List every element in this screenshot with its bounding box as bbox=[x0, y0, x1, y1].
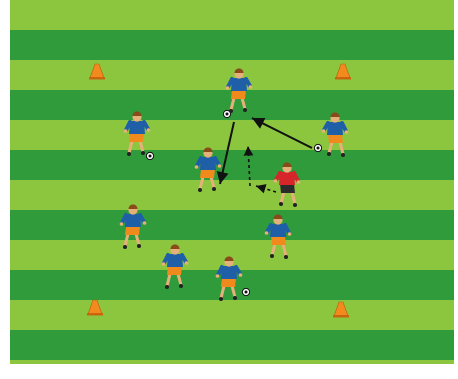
pitch-stripe bbox=[10, 30, 454, 60]
ball-icon bbox=[146, 152, 153, 159]
pitch-stripe bbox=[10, 180, 454, 210]
pitch-stripes bbox=[10, 0, 454, 364]
pitch-stripe bbox=[10, 0, 454, 30]
pitch-stripe bbox=[10, 360, 454, 364]
ball-icon bbox=[242, 288, 249, 295]
pitch-stripe bbox=[10, 210, 454, 240]
pitch-stripe bbox=[10, 150, 454, 180]
pitch-stripe bbox=[10, 240, 454, 270]
pitch-stripe bbox=[10, 330, 454, 360]
ball-icon bbox=[314, 144, 321, 151]
pitch-stripe bbox=[10, 300, 454, 330]
